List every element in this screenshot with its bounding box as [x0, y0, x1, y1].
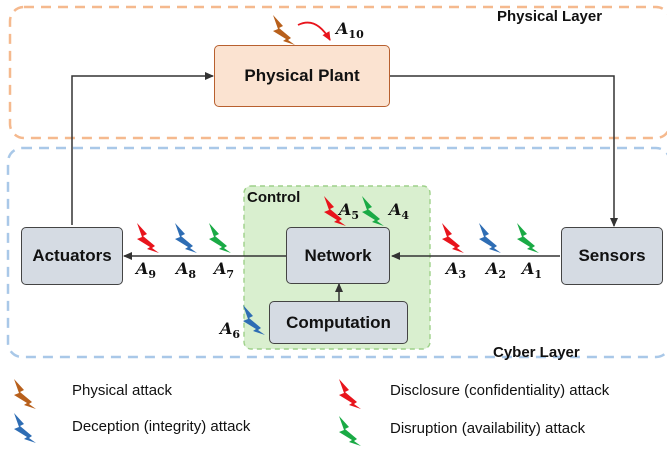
disclosure-attack-icon-a3: [442, 223, 464, 253]
disruption-attack-icon-a7: [209, 223, 231, 253]
disruption-attack-icon-a4: [362, 196, 384, 226]
network-node: Network: [286, 227, 390, 284]
deception-attack-icon-a2: [479, 223, 501, 253]
disclosure-attack-icon-a9: [137, 223, 159, 253]
physical-attack-icon-a10: [273, 15, 295, 45]
plant-to-sensors-arrow: [390, 75, 618, 227]
attack-label-a8: A8: [176, 259, 197, 282]
physical-plant-node: Physical Plant: [214, 45, 390, 107]
attack-label-a5: A5: [339, 200, 360, 223]
legend-deception-text: Deception (integrity) attack: [72, 418, 251, 435]
attack-label-a7: A7: [214, 259, 235, 282]
physical-attack-arrow: [297, 21, 331, 41]
disruption-attack-icon-a1: [517, 223, 539, 253]
legend-disclosure-text: Disclosure (confidentiality) attack: [390, 382, 610, 399]
computation-node: Computation: [269, 301, 408, 344]
legend-disclosure-icon: [339, 379, 361, 409]
legend-disruption-icon: [339, 416, 361, 446]
physical-layer-region: [8, 5, 667, 140]
attack-label-a10: A10: [336, 19, 364, 42]
deception-attack-icon-a8: [175, 223, 197, 253]
actuators-to-plant-arrow: [71, 72, 214, 225]
deception-attack-icon-a6: [243, 305, 265, 335]
attack-label-a2: A2: [486, 259, 507, 282]
control-label: Control: [247, 189, 301, 206]
cyber-layer-label: Cyber Layer: [493, 344, 580, 361]
attack-label-a6: A6: [220, 319, 241, 342]
legend-deception-icon: [14, 413, 36, 443]
attack-label-a3: A3: [446, 259, 467, 282]
disclosure-attack-icon-a5: [324, 196, 346, 226]
cyber-layer-region: [6, 146, 667, 359]
attack-label-a9: A9: [136, 259, 157, 282]
physical-layer-label: Physical Layer: [497, 8, 603, 25]
legend-physical-text: Physical attack: [72, 382, 173, 399]
sensors-node: Sensors: [561, 227, 663, 285]
actuators-node: Actuators: [21, 227, 123, 285]
legend-disruption-text: Disruption (availability) attack: [390, 420, 586, 437]
attack-label-a4: A4: [389, 200, 410, 223]
legend-physical-icon: [14, 379, 36, 409]
attack-label-a1: A1: [522, 259, 543, 282]
